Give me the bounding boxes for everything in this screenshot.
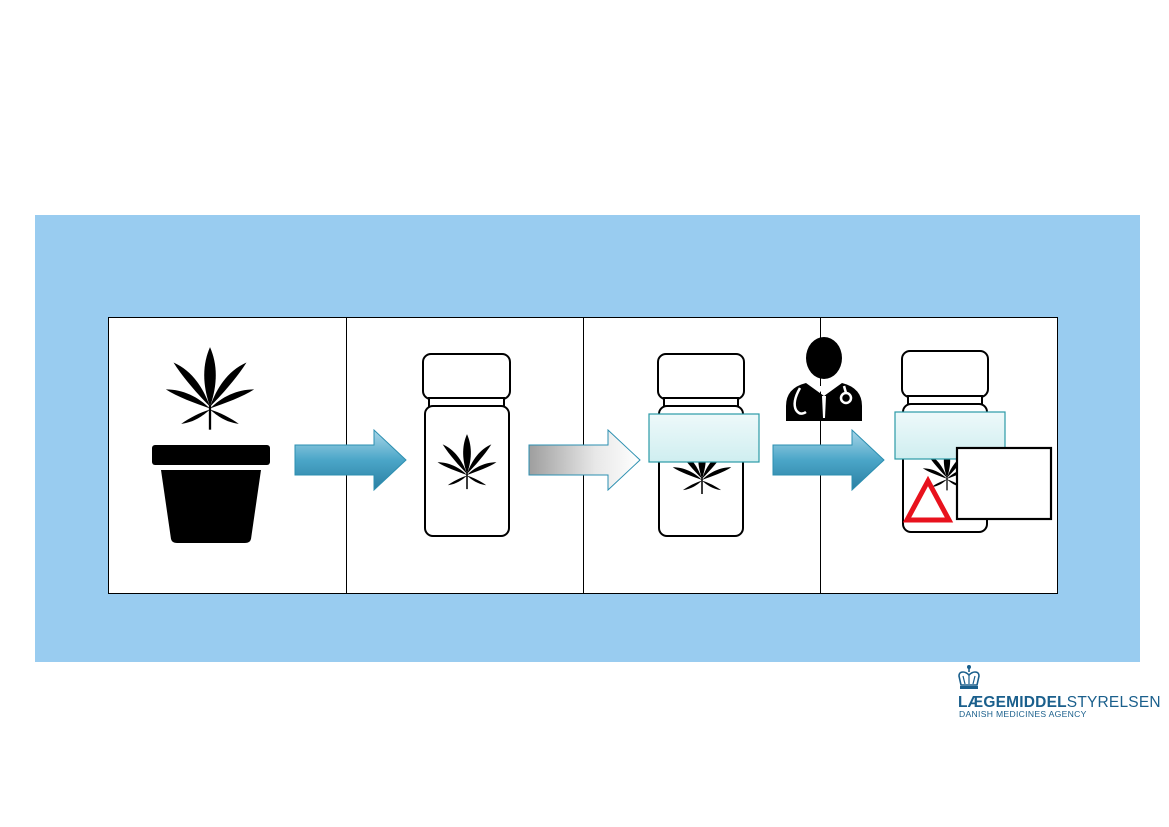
cannabis-bottle-icon — [422, 353, 511, 537]
prescribed-cannabis-bottle-with-warning-icon — [894, 350, 1053, 533]
process-arrow — [528, 429, 641, 491]
logo-subtitle: DANISH MEDICINES AGENCY — [959, 709, 1087, 719]
labelled-cannabis-bottle-icon — [648, 353, 760, 537]
crown-logo-icon — [958, 665, 980, 689]
logo-wordmark-part2: STYRELSEN — [1066, 694, 1161, 711]
cannabis-plant-pot-icon — [152, 347, 270, 543]
process-arrow — [294, 429, 407, 491]
logo-wordmark: LÆGEMIDDELSTYRELSEN — [958, 694, 1161, 712]
doctor-icon — [786, 337, 862, 421]
process-arrow — [772, 429, 885, 491]
logo-wordmark-part1: LÆGEMIDDEL — [958, 694, 1067, 711]
